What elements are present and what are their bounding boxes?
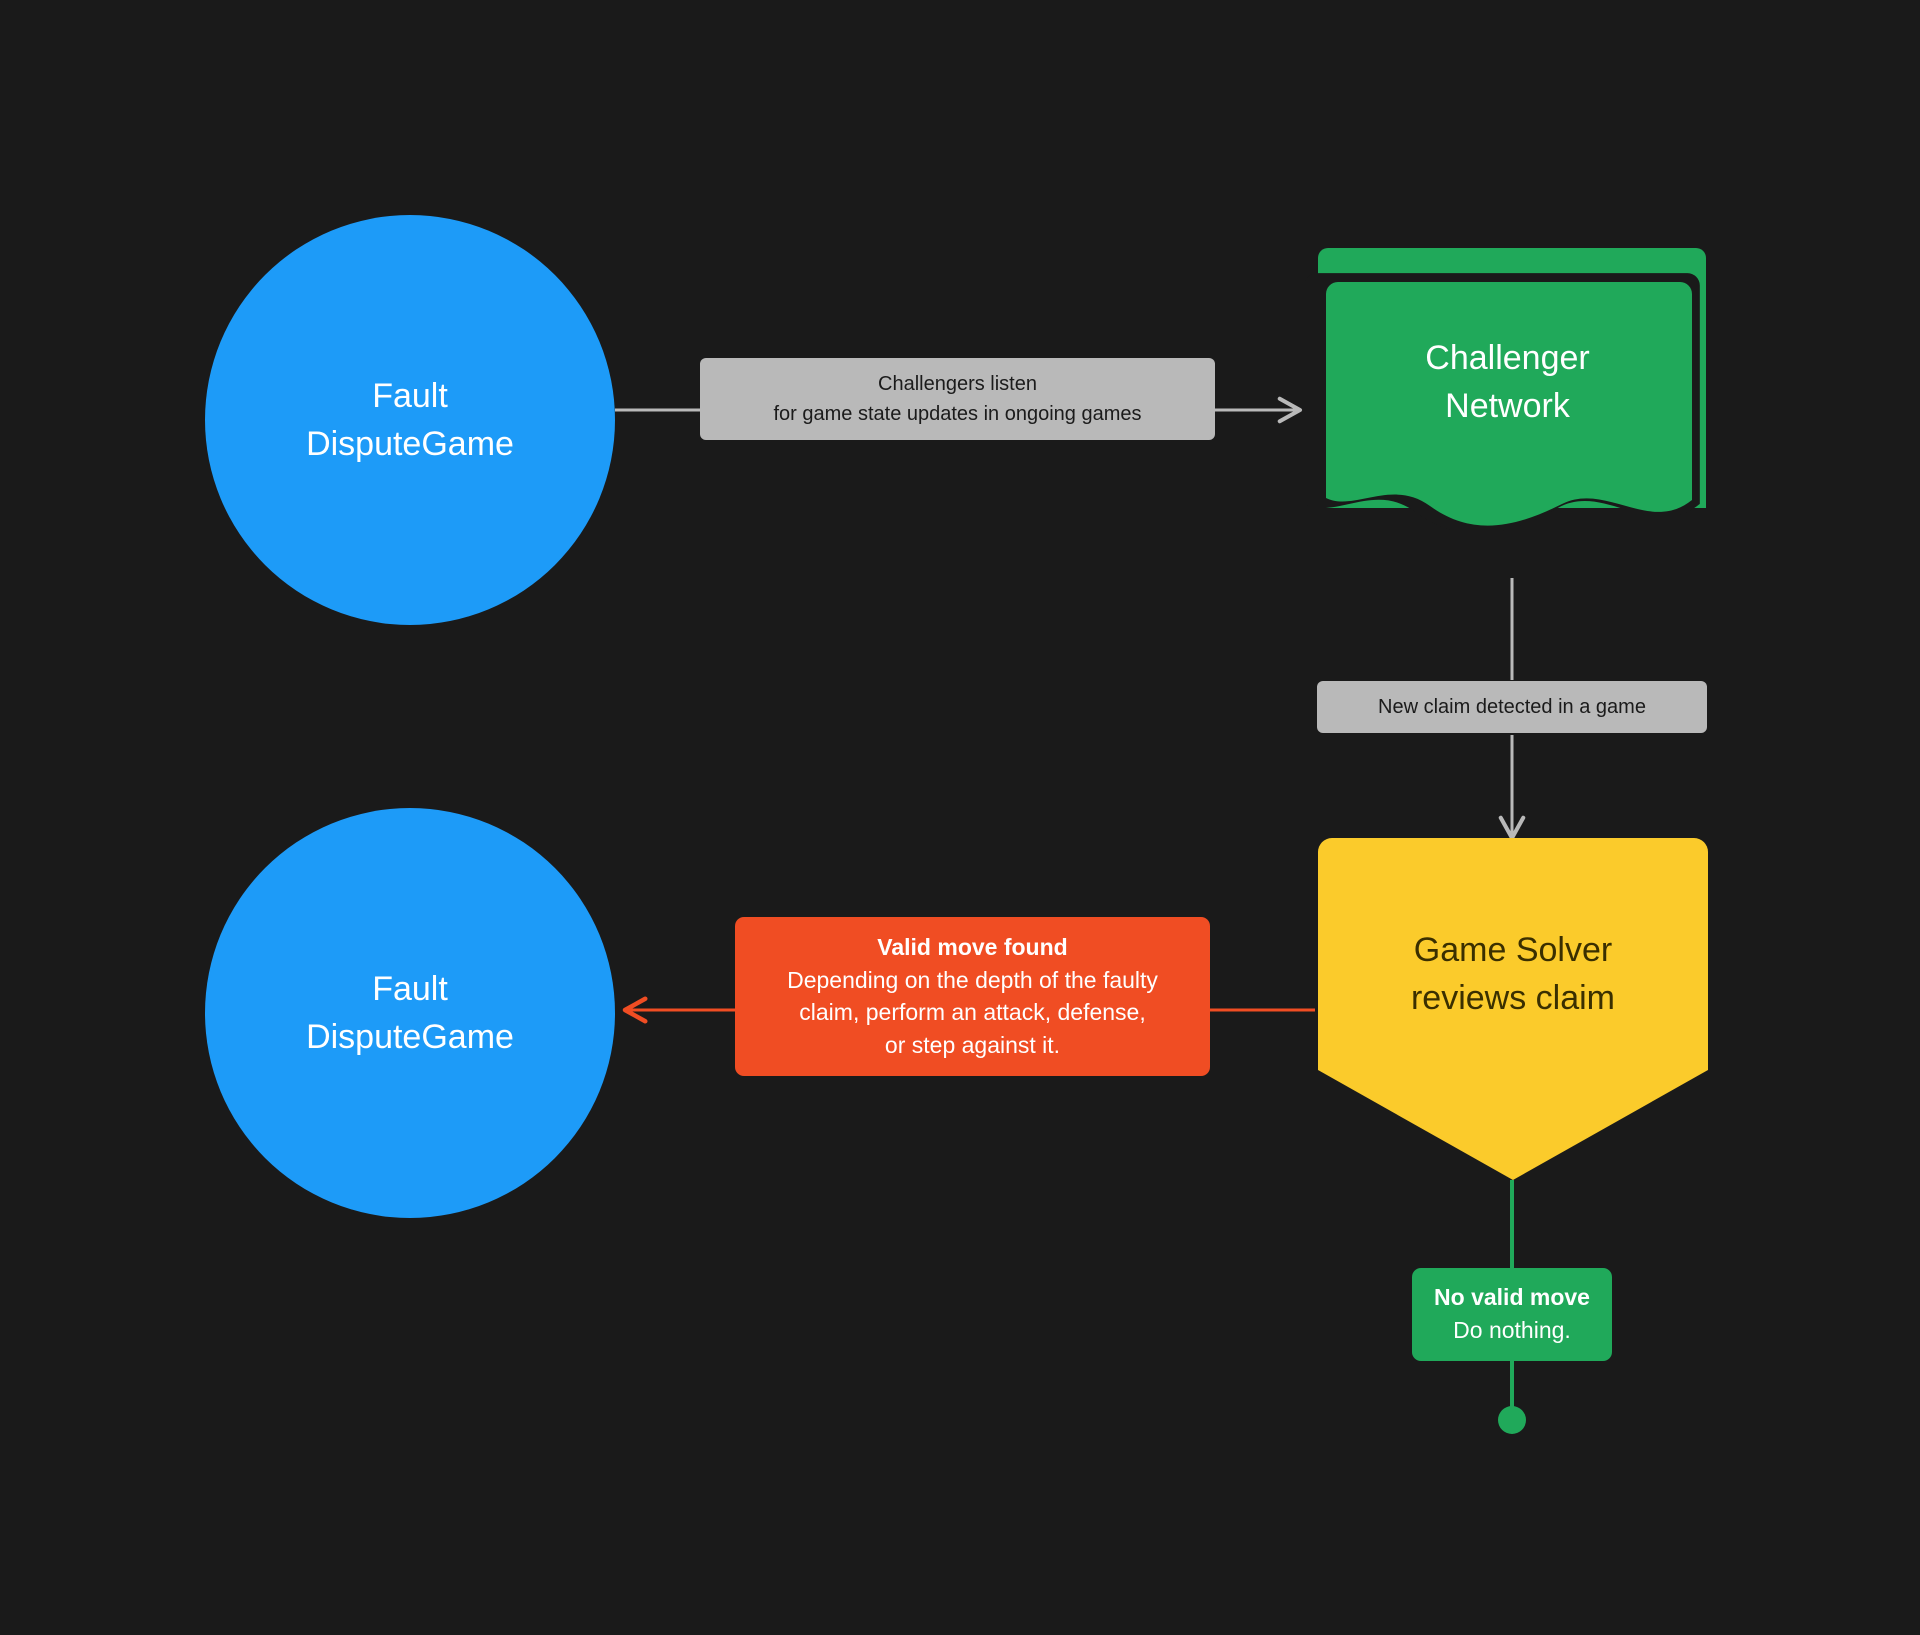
node-label-line: Fault — [372, 376, 448, 415]
node-label-line: DisputeGame — [306, 1018, 514, 1056]
edge-label-line: New claim detected in a game — [1378, 696, 1646, 718]
node-label-line: DisputeGame — [306, 425, 514, 463]
node-fault-dispute-game-bottom[interactable]: Fault DisputeGame — [205, 808, 615, 1218]
node-fault-dispute-game-top[interactable]: Fault DisputeGame — [205, 215, 615, 625]
edge-label-title: Valid move found — [877, 934, 1068, 960]
stacked-document-icon — [1304, 248, 1706, 534]
edge-label-line: Depending on the depth of the faulty — [787, 966, 1158, 993]
node-game-solver-label: Game Solver reviews claim — [1318, 926, 1708, 1023]
edge-label-line: or step against it. — [884, 1031, 1061, 1058]
node-label-line: Fault — [372, 969, 448, 1008]
node-game-solver[interactable]: Game Solver reviews claim — [1318, 838, 1708, 1180]
edge-label-valid-move-found[interactable]: Valid move found Depending on the depth … — [735, 917, 1210, 1076]
node-label-line: Network — [1445, 387, 1570, 426]
edge-label-no-valid-move[interactable]: No valid move Do nothing. — [1412, 1268, 1612, 1361]
shield-pentagon-icon — [1318, 838, 1708, 1180]
edge-label-line: Challengers listen — [878, 373, 1037, 395]
edge-label-line: for game state updates in ongoing games — [773, 403, 1142, 425]
node-challenger-network[interactable]: Challenger Network — [1300, 240, 1715, 578]
edge-label-line: claim, perform an attack, defense, — [799, 999, 1146, 1026]
edge-label-challengers-listen[interactable]: Challengers listen for game state update… — [700, 358, 1215, 440]
edge-label-title: No valid move — [1434, 1284, 1590, 1310]
terminator-dot — [1498, 1406, 1526, 1434]
edge-label-new-claim-detected[interactable]: New claim detected in a game — [1317, 681, 1707, 733]
node-challenger-network-label: Challenger Network — [1300, 334, 1715, 431]
node-label-line: Game Solver — [1413, 931, 1613, 969]
node-label-line: reviews claim — [1410, 979, 1616, 1018]
edge-label-line: Do nothing. — [1453, 1317, 1571, 1344]
node-label-line: Challenger — [1425, 339, 1590, 377]
